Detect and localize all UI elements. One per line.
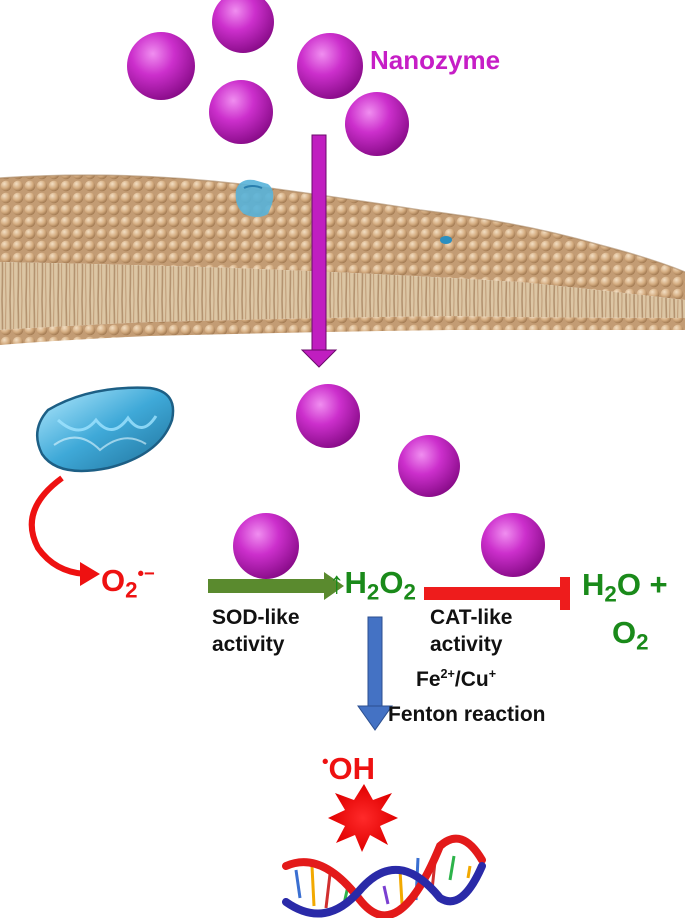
nanozyme-particle <box>345 92 409 156</box>
nanozyme-particle <box>481 513 545 577</box>
nanozyme-particle <box>209 80 273 144</box>
sod-arrow <box>208 572 344 600</box>
damage-burst-icon <box>328 784 398 852</box>
metal-ions-label: Fe2+/Cu+ <box>416 667 497 691</box>
membrane-shading <box>0 174 685 273</box>
nanozyme-particle <box>127 32 195 100</box>
superoxide-release-arrow <box>28 475 100 586</box>
cat-inhibition-bar <box>424 577 570 610</box>
superoxide-label: O2•− <box>101 562 155 603</box>
mitochondrion-icon <box>35 386 175 473</box>
dna-helix-icon <box>282 834 486 920</box>
uptake-arrow <box>300 134 338 368</box>
nanozyme-particle <box>398 435 460 497</box>
membrane-tails <box>0 262 685 330</box>
hydroxyl-radical-label: •OH <box>322 750 376 786</box>
membrane-top-surface <box>0 175 685 300</box>
nanozyme-particle <box>233 513 299 579</box>
sod-activity-label: SOD-like activity <box>212 606 300 656</box>
cell-membrane <box>0 174 685 345</box>
nanozyme-label: Nanozyme <box>370 45 501 75</box>
h2o2-label: ↑H2O2 <box>329 565 416 605</box>
fenton-reaction-label: Fenton reaction <box>388 703 546 726</box>
membrane-protein-icon <box>235 179 452 244</box>
cat-activity-label: CAT-like activity <box>430 606 513 656</box>
membrane-bottom-heads <box>0 316 685 345</box>
nanozyme-particles-inside <box>233 384 545 579</box>
nanozyme-particle <box>212 0 274 53</box>
nanozyme-particles-outside <box>127 0 409 156</box>
nanozyme-particle <box>296 384 360 448</box>
nanozyme-particle <box>297 33 363 99</box>
fenton-arrow <box>357 616 393 731</box>
products-label: H2O + O2 <box>582 567 668 655</box>
